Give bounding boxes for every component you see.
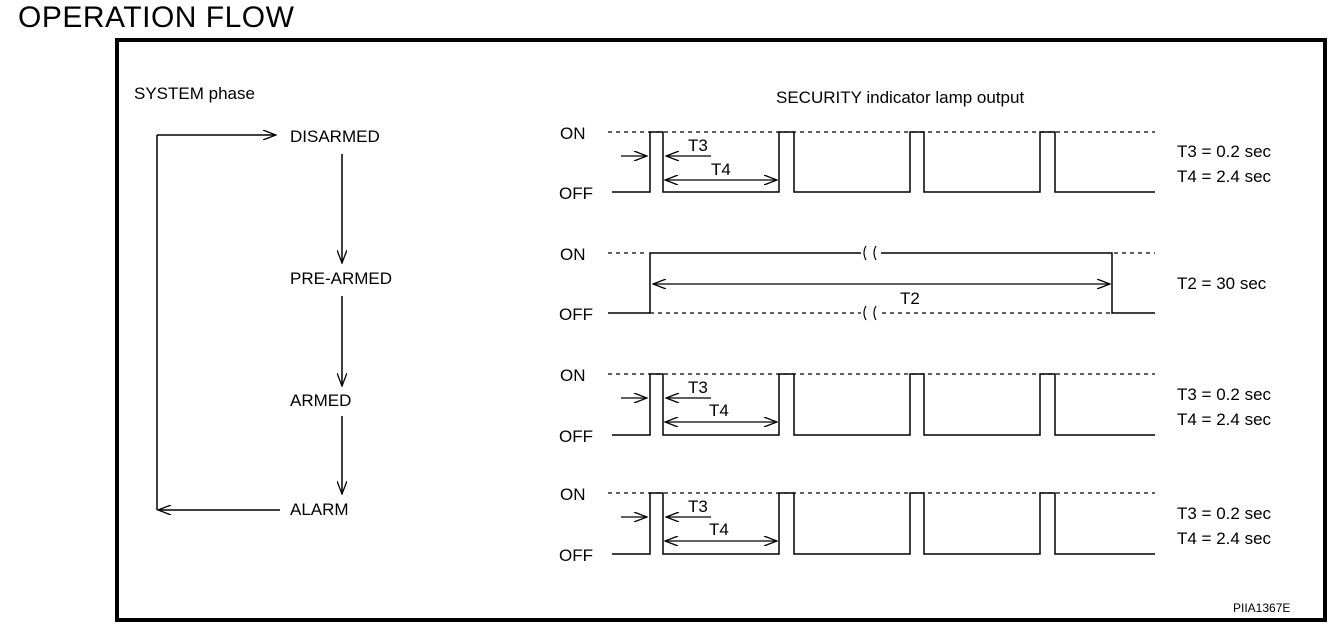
t2-label: T2 [900,289,920,308]
on-label: ON [560,245,586,264]
on-label: ON [560,124,586,143]
lamp-output-heading: SECURITY indicator lamp output [776,88,1024,107]
off-label: OFF [559,546,593,565]
on-label: ON [560,366,586,385]
off-label: OFF [559,427,593,446]
t3-label: T3 [688,497,708,516]
timing-row-disarmed: ON OFF T3 T4 T3 = 0.2 sec T4 = 2.4 sec [559,124,1272,203]
t4-label: T4 [709,520,729,539]
lamp-waveform [612,373,1155,436]
off-label: OFF [559,184,593,203]
phase-armed: ARMED [290,391,351,410]
off-label: OFF [559,305,593,324]
figure-code: PIIA1367E [1233,601,1290,615]
t3-label: T3 [688,136,708,155]
page-title: OPERATION FLOW [18,1,295,34]
time-break-symbol [863,245,877,321]
t3-spec: T3 = 0.2 sec [1177,504,1272,523]
t3-label: T3 [688,378,708,397]
t4-label: T4 [711,160,731,179]
phase-alarm: ALARM [290,500,349,519]
phase-flow-arrows [156,135,342,510]
t4-spec: T4 = 2.4 sec [1177,529,1272,548]
t3-spec: T3 = 0.2 sec [1177,385,1272,404]
t2-spec: T2 = 30 sec [1177,274,1267,293]
phase-disarmed: DISARMED [290,127,380,146]
diagram-frame [115,38,1327,622]
lamp-waveform [612,492,1155,555]
phase-pre-armed: PRE-ARMED [290,269,392,288]
t4-spec: T4 = 2.4 sec [1177,167,1272,186]
t4-spec: T4 = 2.4 sec [1177,410,1272,429]
t3-spec: T3 = 0.2 sec [1177,142,1272,161]
timing-row-armed: ON OFF T3 T4 T3 = 0.2 sec T4 = 2.4 sec [559,366,1272,446]
system-phase-heading: SYSTEM phase [134,84,255,103]
on-label: ON [560,485,586,504]
timing-row-pre-armed: ON OFF T2 T2 = 30 sec [559,244,1267,324]
lamp-waveform [612,131,1155,193]
lamp-waveform [608,252,1155,314]
timing-row-alarm: ON OFF T3 T4 T3 = 0.2 sec T4 = 2.4 sec [559,485,1272,565]
t4-label: T4 [709,401,729,420]
